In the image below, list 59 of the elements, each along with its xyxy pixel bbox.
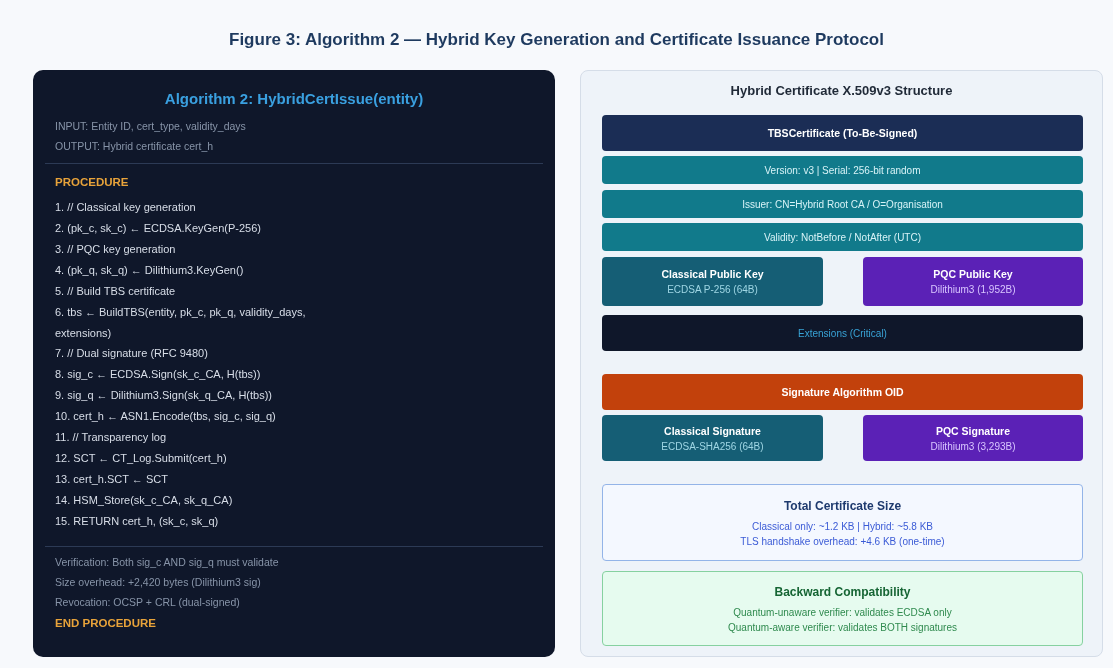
key-box xyxy=(863,257,1083,306)
field-bar xyxy=(602,223,1083,251)
step-line: 9. sig_q ← Dilithium3.Sign(sk_q_CA, H(tbs)) xyxy=(55,388,274,403)
key-box xyxy=(602,415,823,461)
info-box xyxy=(602,571,1083,646)
field-text: Validity: NotBefore / NotAfter (UTC) xyxy=(763,231,922,243)
step-line: 14. HSM_Store(sk_c_CA, sk_q_CA) xyxy=(55,493,234,508)
key-box xyxy=(602,257,823,306)
box-detail: Classical only: ~1.2 KB | Hybrid: ~5.8 KB xyxy=(752,520,933,532)
step-line: 12. SCT ← CT_Log.Submit(cert_h) xyxy=(55,451,228,466)
step-line: 8. sig_c ← ECDSA.Sign(sk_c_CA, H(tbs)) xyxy=(55,367,262,382)
structure-panel xyxy=(580,70,1103,657)
box-heading: PQC Signature xyxy=(935,424,1011,437)
header-bar xyxy=(602,115,1083,151)
box-heading: TBSCertificate (To-Be-Signed) xyxy=(767,127,918,139)
note-line: Size overhead: +2,420 bytes (Dilithium3 sig) xyxy=(55,576,261,588)
box-detail: ECDSA P-256 (64B) xyxy=(667,284,758,295)
box-heading: Total Certificate Size xyxy=(783,498,902,513)
header-bar xyxy=(602,374,1083,410)
step-line: 4. (pk_q, sk_q) ← Dilithium3.KeyGen() xyxy=(55,263,245,278)
box-detail: Quantum-aware verifier: validates BOTH signatures xyxy=(728,621,957,633)
field-text: Extensions (Critical) xyxy=(798,327,887,339)
field-text: Version: v3 | Serial: 256-bit random xyxy=(764,164,921,176)
step-line: 2. (pk_c, sk_c) ← ECDSA.KeyGen(P-256) xyxy=(55,221,262,236)
io-line: OUTPUT: Hybrid certificate cert_h xyxy=(55,140,214,152)
extension-bar xyxy=(602,315,1083,351)
note-line: Revocation: OCSP + CRL (dual-signed) xyxy=(55,596,240,608)
algorithm-panel xyxy=(33,70,555,657)
field-text: Issuer: CN=Hybrid Root CA / O=Organisation xyxy=(742,198,943,210)
step-line: 1. // Classical key generation xyxy=(55,200,197,215)
step-line: 6. tbs ← BuildTBS(entity, pk_c, pk_q, validity_days, extensions) xyxy=(55,305,307,341)
step-line: 13. cert_h.SCT ← SCT xyxy=(55,472,169,487)
step-line: 5. // Build TBS certificate xyxy=(55,284,177,299)
field-bar xyxy=(602,190,1083,218)
step-line: 15. RETURN cert_h, (sk_c, sk_q) xyxy=(55,514,220,529)
figure-title: Figure 3: Algorithm 2 — Hybrid Key Generation and Certificate Issuance Protocol xyxy=(228,30,885,50)
field-bar xyxy=(602,156,1083,184)
box-heading: Classical Signature xyxy=(664,424,761,437)
box-detail: ECDSA-SHA256 (64B) xyxy=(661,440,764,452)
io-line: INPUT: Entity ID, cert_type, validity_days xyxy=(55,120,246,132)
section-heading: END PROCEDURE xyxy=(55,617,156,629)
step-line: 7. // Dual signature (RFC 9480) xyxy=(55,346,209,361)
box-heading: Signature Algorithm OID xyxy=(781,386,904,398)
step-line: 11. // Transparency log xyxy=(55,430,168,445)
key-box xyxy=(863,415,1083,461)
step-line: 10. cert_h ← ASN1.Encode(tbs, sig_c, sig_q) xyxy=(55,409,277,424)
note-line: Verification: Both sig_c AND sig_q must validate xyxy=(55,556,279,568)
algorithm-title: Algorithm 2: HybridCertIssue(entity) xyxy=(163,90,425,107)
box-detail: Dilithium3 (1,952B) xyxy=(930,284,1016,295)
box-detail: Dilithium3 (3,293B) xyxy=(930,440,1016,452)
box-heading: Classical Public Key xyxy=(661,268,764,280)
box-heading: PQC Public Key xyxy=(933,268,1013,280)
box-detail: TLS handshake overhead: +4.6 KB (one-time) xyxy=(740,535,945,547)
info-box xyxy=(602,484,1083,561)
section-heading: PROCEDURE xyxy=(55,176,129,188)
step-line: 3. // PQC key generation xyxy=(55,242,177,257)
box-heading: Backward Compatibility xyxy=(774,584,911,599)
box-detail: Quantum-unaware verifier: validates ECDSA only xyxy=(733,606,952,618)
panel-title: Hybrid Certificate X.509v3 Structure xyxy=(729,83,954,98)
